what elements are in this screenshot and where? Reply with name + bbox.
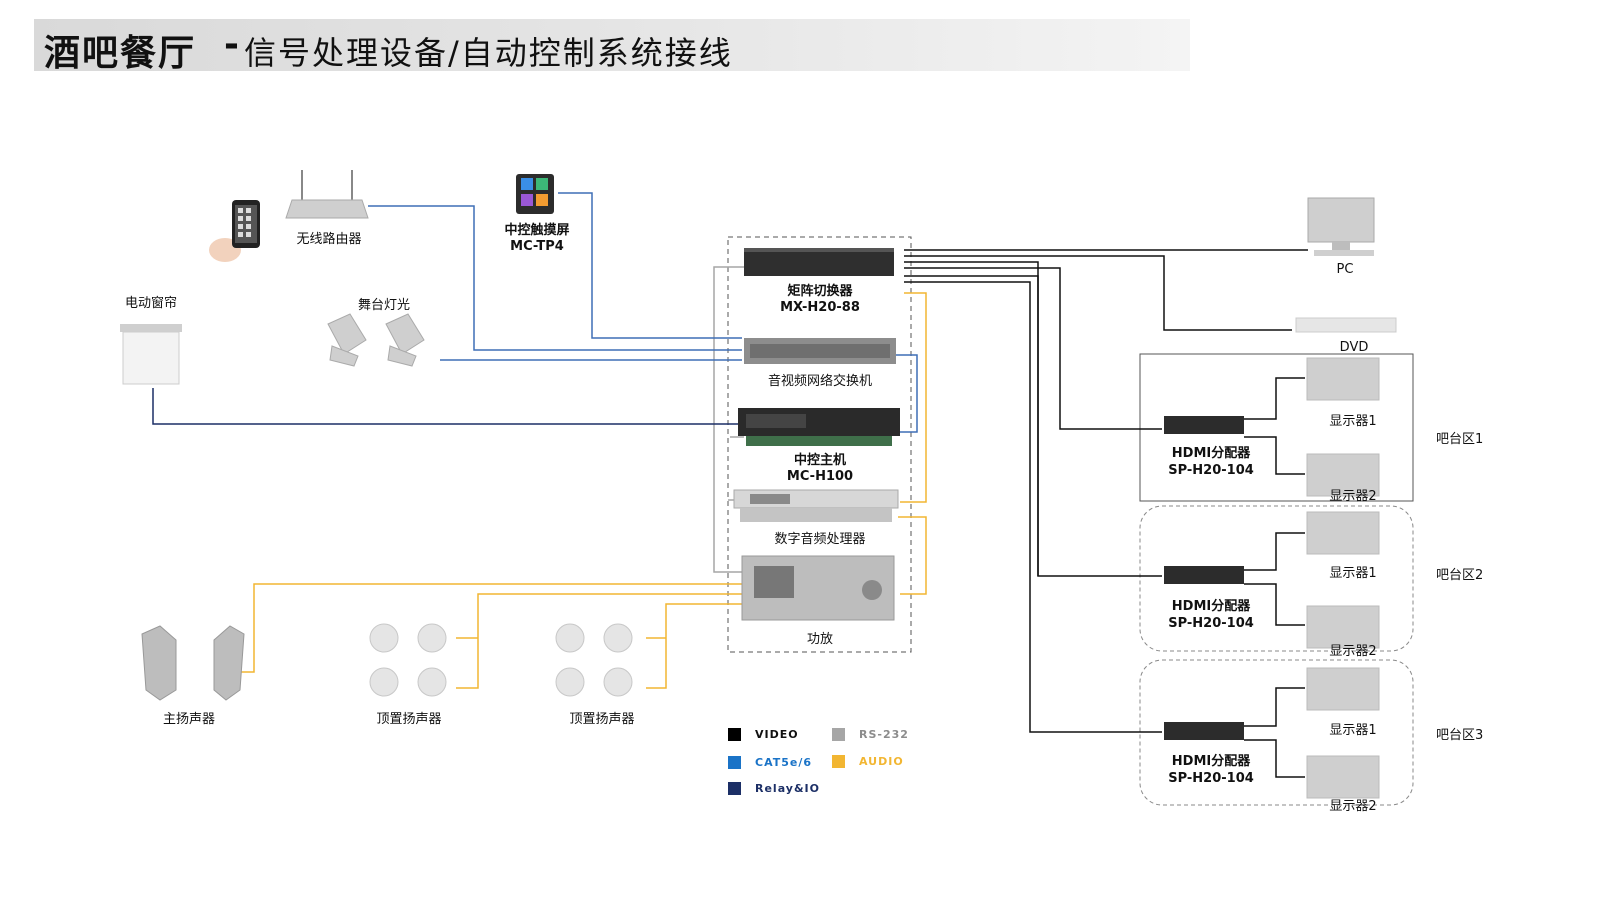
main-speaker-label: 主扬声器 xyxy=(162,712,216,727)
zone-2-display-2-label: 显示器2 xyxy=(1329,644,1377,659)
main-speaker-icon xyxy=(141,625,245,701)
phone-icon xyxy=(209,200,260,262)
legend-relay: Relay&IO xyxy=(728,782,820,795)
zone-3-display-1-label: 显示器1 xyxy=(1329,723,1377,738)
zone-1-display-2-label: 显示器2 xyxy=(1329,489,1377,504)
pc-label: PC xyxy=(1336,262,1354,277)
rack-enclosure xyxy=(727,236,912,653)
matrix-model: MX-H20-88 xyxy=(780,300,860,315)
page-title-separator: - xyxy=(224,24,239,65)
controller-model: MC-H100 xyxy=(786,469,854,484)
zone-1-splitter-label: HDMI分配器 xyxy=(1171,446,1251,461)
legend-video: VIDEO xyxy=(728,728,799,741)
legend-swatch-relay xyxy=(728,782,741,795)
dsp-icon xyxy=(733,489,899,522)
legend-audio: AUDIO xyxy=(832,755,904,768)
router-label: 无线路由器 xyxy=(296,232,362,247)
legend-label-rs232: RS-232 xyxy=(859,728,909,741)
controller-icon xyxy=(738,408,900,446)
page-title-bold: 酒吧餐厅 xyxy=(44,33,197,74)
matrix-label: 矩阵切换器 xyxy=(787,284,853,299)
touch-panel-icon xyxy=(516,174,554,214)
pc-icon xyxy=(1307,197,1375,256)
hdmi-splitter-icons xyxy=(1164,416,1244,740)
zone-2-display-1-label: 显示器1 xyxy=(1329,566,1377,581)
router-icon xyxy=(285,170,369,219)
dvd-label: DVD xyxy=(1339,340,1369,355)
switch-label: 音视频网络交换机 xyxy=(767,374,873,389)
legend-label-cat5: CAT5e/6 xyxy=(755,756,813,769)
zone-3-box xyxy=(1139,659,1414,806)
title-bar xyxy=(34,19,1190,71)
video-lines xyxy=(904,249,1308,778)
zone-2-splitter-model: SP-H20-104 xyxy=(1168,616,1254,631)
amp-label: 功放 xyxy=(806,632,834,647)
zone-3-display-2-label: 显示器2 xyxy=(1329,799,1377,814)
touch-panel-model: MC-TP4 xyxy=(510,239,564,254)
relay-lines xyxy=(152,388,742,425)
zone-1-display-1-label: 显示器1 xyxy=(1329,414,1377,429)
ceiling-speaker-icon xyxy=(369,623,633,697)
zone-3-name: 吧台区3 xyxy=(1436,728,1484,743)
legend-swatch-cat5 xyxy=(728,756,741,769)
zone-3-splitter-label: HDMI分配器 xyxy=(1171,754,1251,769)
legend-rs232: RS-232 xyxy=(832,728,909,741)
amplifier-icon xyxy=(741,555,895,621)
page-title: 信号处理设备/自动控制系统接线 xyxy=(244,34,733,72)
legend-label-video: VIDEO xyxy=(755,728,799,741)
dsp-label: 数字音频处理器 xyxy=(774,532,866,547)
matrix-switcher-icon xyxy=(744,248,894,276)
legend-cat5: CAT5e/6 xyxy=(728,756,812,769)
dvd-icon xyxy=(1295,317,1397,333)
legend-label-audio: AUDIO xyxy=(859,755,904,768)
legend-label-relay: Relay&IO xyxy=(755,782,820,795)
network-switch-icon xyxy=(744,338,896,364)
stage-light-label: 舞台灯光 xyxy=(357,298,411,313)
touch-panel-label: 中控触摸屏 xyxy=(504,223,570,238)
zone-3-splitter-model: SP-H20-104 xyxy=(1168,771,1254,786)
cat5-lines xyxy=(368,192,918,433)
curtain-icon xyxy=(120,324,182,385)
display-icons xyxy=(1306,357,1380,799)
ceiling-speaker-label-1: 顶置扬声器 xyxy=(376,712,442,727)
zone-2-splitter-label: HDMI分配器 xyxy=(1171,599,1251,614)
zone-1-box xyxy=(1139,353,1414,502)
zone-2-box xyxy=(1139,505,1414,652)
ceiling-speaker-label-2: 顶置扬声器 xyxy=(569,712,635,727)
audio-lines xyxy=(234,292,927,689)
zone-1-splitter-model: SP-H20-104 xyxy=(1168,463,1254,478)
zone-1-name: 吧台区1 xyxy=(1436,432,1484,447)
legend-swatch-audio xyxy=(832,755,845,768)
legend-swatch-rs232 xyxy=(832,728,845,741)
controller-label: 中控主机 xyxy=(793,453,847,468)
curtain-label: 电动窗帘 xyxy=(124,296,178,311)
legend-swatch-video xyxy=(728,728,741,741)
stage-light-icon xyxy=(327,313,425,367)
zone-2-name: 吧台区2 xyxy=(1436,568,1484,583)
